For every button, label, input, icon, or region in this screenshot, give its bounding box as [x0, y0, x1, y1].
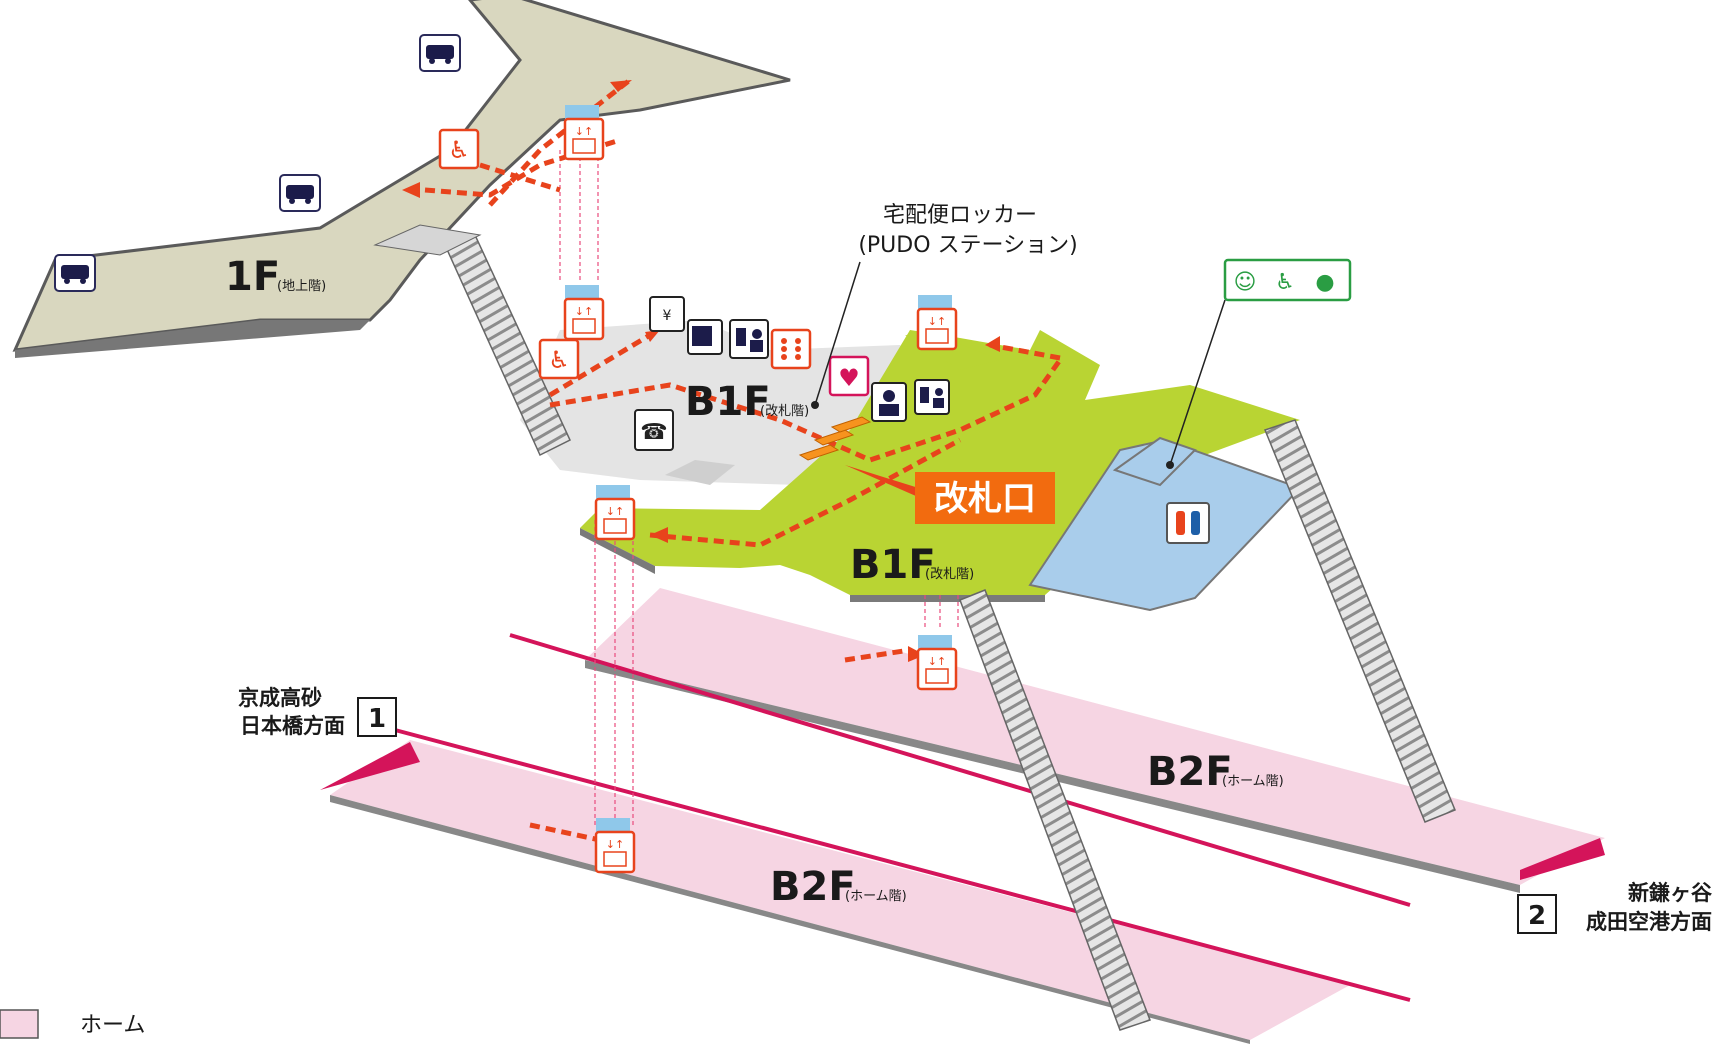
- svg-text:↓↑: ↓↑: [575, 305, 593, 318]
- platform-2-direction-line1: 新鎌ヶ谷: [1628, 881, 1713, 905]
- floor-sublabel-1f: (地上階): [277, 279, 326, 294]
- telephone-icon: ☎: [634, 409, 674, 451]
- svg-text:↓↑: ↓↑: [928, 655, 946, 668]
- commuter-pass-icon: [687, 319, 723, 355]
- floor-label-b2f-upper: B2F: [1147, 749, 1233, 795]
- stairs-b1f-to-b2f-center: [959, 589, 1151, 1031]
- bus-icon: [279, 174, 321, 212]
- platform-2-number: 2: [1528, 901, 1546, 931]
- information-desk-icon: [914, 379, 950, 415]
- floor-label-b1f-upper: B1F: [685, 379, 771, 425]
- braille-icon: [770, 328, 812, 370]
- floor-sublabel-b1f-upper: (改札階): [760, 404, 809, 419]
- svg-text:↓↑: ↓↑: [606, 505, 624, 518]
- track-line-upper: [509, 633, 1411, 907]
- elevator-icon: ↓↑: [563, 105, 605, 161]
- aed-icon: ♥: [828, 355, 870, 397]
- elevator-icon: ↓↑: [916, 635, 958, 691]
- svg-text:♿: ♿: [1275, 270, 1295, 295]
- platform-1-direction-line2: 日本橋方面: [240, 714, 345, 738]
- elevator-icon: ↓↑: [916, 295, 958, 351]
- ticket-machine-icon: ¥: [649, 296, 685, 332]
- elevator-icon: ↓↑: [563, 285, 605, 341]
- direction-arrow-left: [320, 742, 420, 790]
- ground-floor-area: [12, 0, 791, 358]
- svg-text:↓↑: ↓↑: [928, 315, 946, 328]
- wheelchair-icon: ♿: [438, 128, 480, 170]
- svg-text:↓↑: ↓↑: [606, 838, 624, 851]
- locker-label-line1: 宅配便ロッカー: [883, 203, 1037, 228]
- svg-text:☎: ☎: [640, 420, 667, 445]
- fare-adjustment-icon: [729, 319, 769, 359]
- gate-pointer: [845, 465, 925, 500]
- platform-2-badge: [1517, 894, 1557, 934]
- svg-text:☺: ☺: [1234, 270, 1257, 295]
- direction-arrow-right: [1520, 838, 1605, 880]
- station-staff-icon: [871, 382, 907, 422]
- platform-b2f-lower: [330, 740, 1350, 1044]
- platform-1-direction-line1: 京成高砂: [238, 686, 322, 710]
- floor-label-b2f-lower: B2F: [770, 864, 856, 910]
- legend-platform-swatch: [0, 1009, 39, 1039]
- platform-1-number: 1: [368, 704, 386, 734]
- platform-1-badge: [357, 697, 397, 737]
- restroom-icon: [1166, 502, 1210, 544]
- svg-text:♿: ♿: [548, 346, 570, 374]
- floor-label-b1f-lower: B1F: [850, 542, 936, 588]
- elevator-icon: ↓↑: [594, 818, 636, 874]
- platform-2-direction-line2: 成田空港方面: [1586, 910, 1712, 934]
- elevator-shaft-lines: [559, 150, 959, 825]
- floor-sublabel-b1f-lower: (改札階): [925, 567, 974, 582]
- locker-label-line2: (PUDO ステーション): [858, 233, 1077, 258]
- svg-text:↓↑: ↓↑: [575, 125, 593, 138]
- locker-leader-dot: [811, 401, 819, 409]
- gate-label-box: [915, 472, 1055, 524]
- multipurpose-toilet-icon: ☺ ♿ ●: [1223, 258, 1352, 302]
- toilet-leader-dot: [1166, 461, 1174, 469]
- stairs-1f-to-b1f: [373, 224, 571, 457]
- track-line-lower: [394, 728, 1411, 1002]
- svg-text:♿: ♿: [448, 136, 470, 164]
- elevator-icon: ↓↑: [594, 485, 636, 541]
- ticket-gates: [798, 416, 872, 461]
- bus-icon: [419, 34, 461, 72]
- floor-label-1f: 1F: [225, 254, 280, 300]
- svg-text:¥: ¥: [663, 308, 672, 324]
- svg-text:●: ●: [1315, 270, 1334, 295]
- toilet-leader-line: [1169, 299, 1226, 466]
- floor-sublabel-b2f-upper: (ホーム階): [1222, 774, 1284, 789]
- floor-sublabel-b2f-lower: (ホーム階): [845, 889, 907, 904]
- legend-platform-label: ホーム: [80, 1013, 145, 1038]
- bus-icon: [54, 254, 96, 292]
- locker-leader-line: [814, 261, 861, 406]
- svg-text:♥: ♥: [838, 364, 860, 392]
- gate-label: 改札口: [934, 479, 1036, 519]
- wheelchair-icon: ♿: [538, 338, 580, 380]
- stairs-b1f-to-b2f-right: [1264, 419, 1456, 823]
